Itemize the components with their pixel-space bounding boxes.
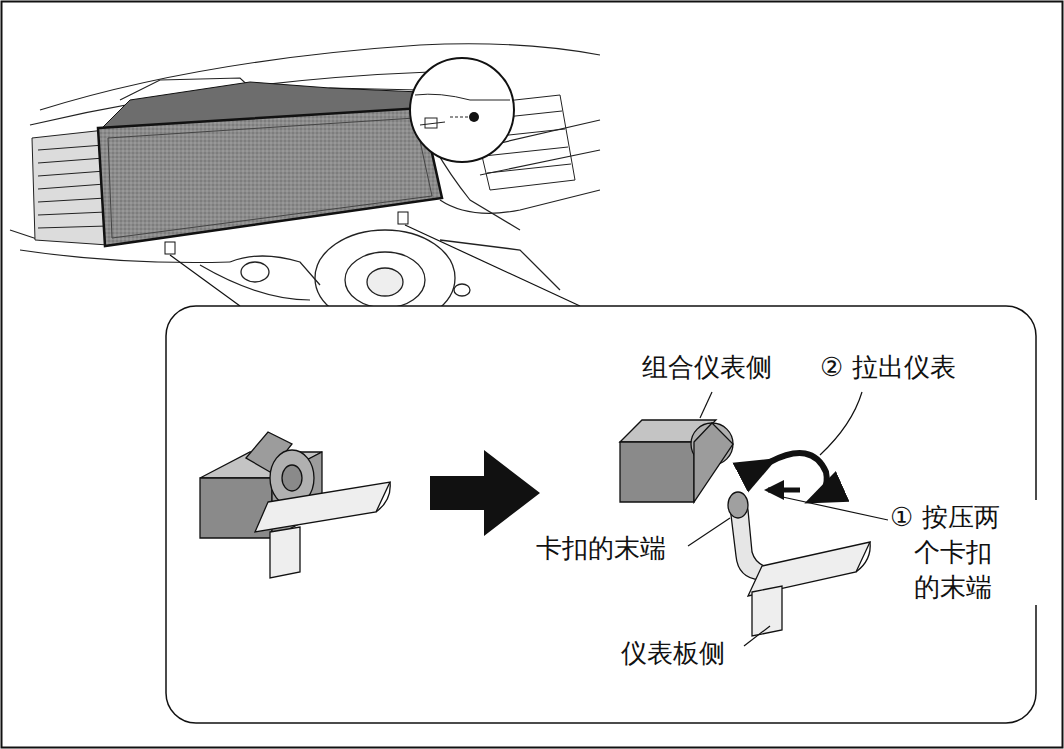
part-label: 仪表板侧 <box>619 636 727 671</box>
part-label: 卡扣的末端 <box>534 531 668 566</box>
part-label: 组合仪表侧 <box>640 350 774 385</box>
part-label: ① 按压两 个卡扣 的末端 <box>888 500 1038 605</box>
part-label: ② 拉出仪表 <box>818 350 958 385</box>
